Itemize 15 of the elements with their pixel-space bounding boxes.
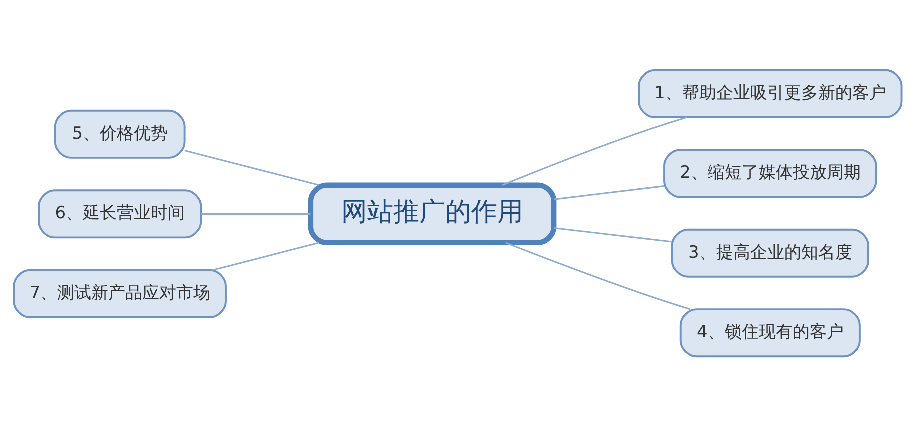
connector bbox=[505, 242, 690, 310]
node-box: 4、锁住现有的客户 bbox=[679, 308, 860, 358]
node-box: 6、延长营业时间 bbox=[38, 190, 202, 239]
node-box: 7、测试新产品应对市场 bbox=[12, 269, 226, 318]
node-box: 1、帮助企业吸引更多新的客户 bbox=[638, 69, 902, 118]
connector bbox=[554, 227, 672, 243]
connector bbox=[554, 186, 664, 200]
connector bbox=[502, 116, 687, 186]
node-box: 5、价格优势 bbox=[54, 110, 186, 159]
connector bbox=[200, 213, 310, 215]
node-box: 2、缩短了媒体投放周期 bbox=[663, 149, 877, 198]
node-box: 网站推广的作用 bbox=[308, 182, 556, 246]
node-box: 3、提高企业的知名度 bbox=[670, 228, 869, 278]
connector bbox=[184, 150, 319, 186]
connector bbox=[212, 242, 320, 272]
